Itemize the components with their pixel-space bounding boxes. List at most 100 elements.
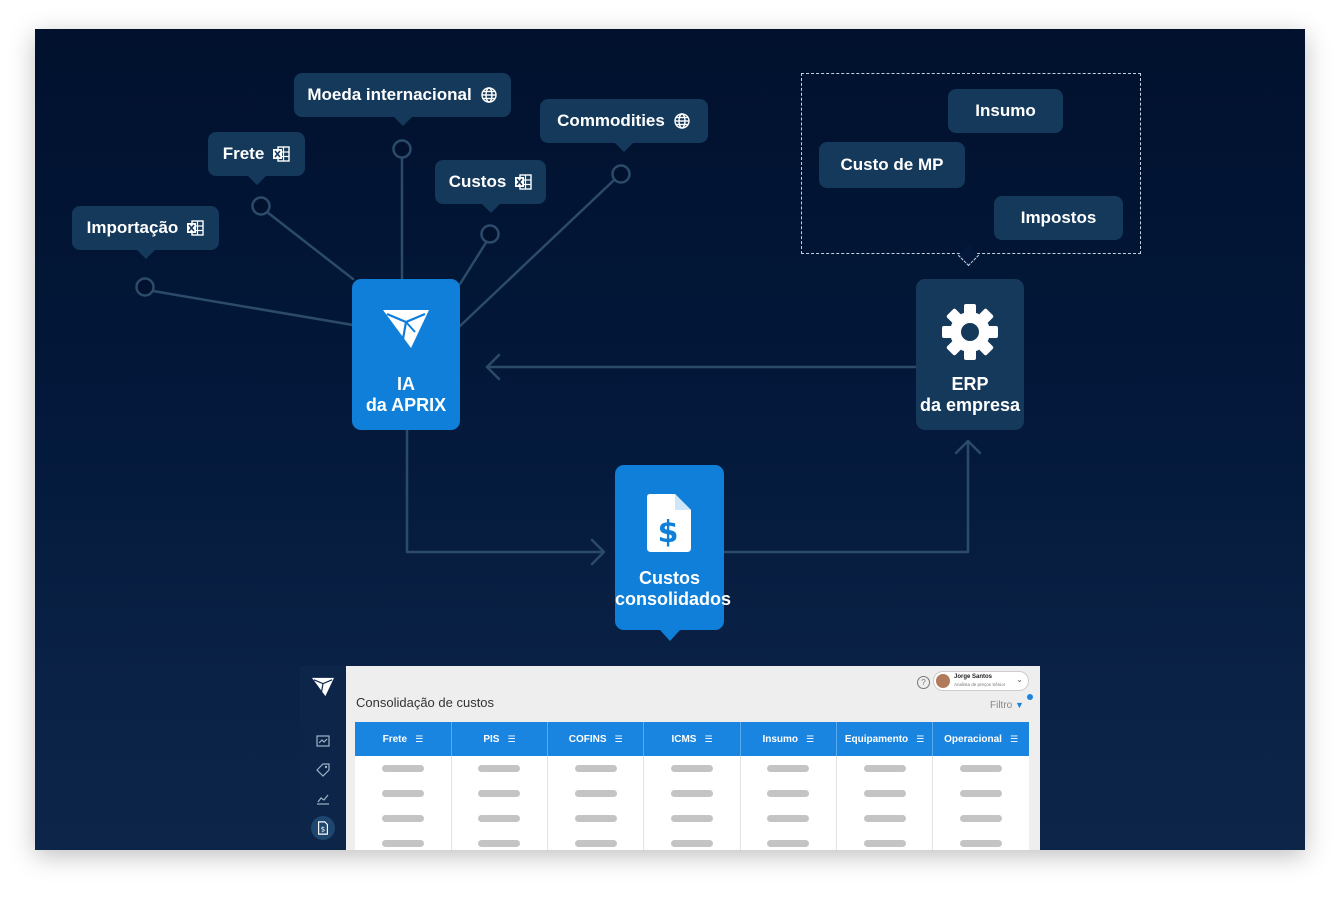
loading-bar	[574, 839, 617, 847]
loading-bar	[574, 814, 617, 822]
tag-moeda-label: Moeda internacional	[307, 85, 472, 104]
help-icon[interactable]: ?	[917, 676, 930, 689]
tag-icon[interactable]	[315, 762, 331, 778]
filter-icon[interactable]: ☰	[507, 733, 516, 744]
connector-dot-frete	[251, 196, 271, 216]
table-cell-placeholder	[932, 831, 1029, 850]
custos-pointer	[660, 630, 680, 641]
column-header-icms[interactable]: ICMS☰	[643, 722, 741, 756]
tag-custos: Custos	[435, 160, 546, 213]
tag-frete: Frete	[208, 132, 305, 185]
page-title: Consolidação de custos	[356, 695, 495, 710]
table-row[interactable]	[355, 831, 1029, 850]
table-cell-placeholder	[740, 806, 837, 831]
column-label: PIS	[483, 733, 500, 745]
erp-item-impostos: Impostos	[994, 196, 1123, 240]
dollar-document-icon: $	[647, 494, 691, 552]
table-cell-placeholder	[355, 781, 452, 806]
column-header-insumo[interactable]: Insumo ☰	[740, 722, 837, 756]
user-menu[interactable]: Jorge Santos Analista de preços Sênior ⌄	[933, 671, 1029, 691]
column-header-operacional[interactable]: Operacional☰	[932, 722, 1029, 756]
erp-item-impostos-label: Impostos	[1020, 208, 1097, 227]
wire-custos	[458, 239, 489, 286]
filter-button[interactable]: Filtro ▼	[990, 694, 1033, 711]
document-icon: $	[318, 821, 328, 835]
filter-icon[interactable]: ☰	[1009, 733, 1019, 744]
loading-bar	[670, 839, 713, 847]
filter-icon[interactable]: ☰	[614, 733, 623, 744]
table-cell-placeholder	[836, 756, 934, 781]
excel-icon	[273, 146, 290, 162]
table-cell-placeholder	[547, 831, 645, 850]
user-name: Jorge Santos	[954, 674, 993, 680]
node-custos-label: Custos consolidados	[615, 568, 732, 610]
node-custos-line1: Custos	[638, 568, 700, 588]
loading-bar	[960, 839, 1003, 847]
tag-custos-label: Custos	[448, 172, 507, 191]
globe-icon	[674, 113, 690, 129]
node-erp-line1: ERP	[951, 374, 989, 394]
table-cell-placeholder	[643, 756, 741, 781]
loading-bar	[863, 814, 906, 822]
loading-bar	[574, 789, 617, 797]
table-cell-placeholder	[643, 806, 741, 831]
cost-table: Frete ☰ PIS ☰ COFINS☰ ICMS☰ Insumo ☰ Equipa…	[355, 722, 1029, 850]
arrow-to-custos	[590, 538, 606, 566]
wire-commodities	[458, 179, 615, 328]
loading-bar	[478, 839, 521, 847]
column-header-pis[interactable]: PIS ☰	[451, 722, 549, 756]
table-row[interactable]	[355, 781, 1029, 806]
table-row[interactable]	[355, 806, 1029, 831]
erp-item-insumo: Insumo	[948, 89, 1063, 133]
column-label: Frete	[382, 733, 408, 745]
svg-text:$: $	[658, 515, 679, 550]
filter-icon[interactable]: ☰	[415, 733, 424, 744]
table-body	[355, 756, 1029, 850]
loading-bar	[960, 814, 1003, 822]
filter-icon[interactable]: ☰	[704, 733, 713, 744]
loading-bar	[381, 789, 424, 797]
table-cell-placeholder	[451, 756, 549, 781]
node-erp-line2: da empresa	[919, 395, 1021, 415]
column-header-frete[interactable]: Frete ☰	[355, 722, 452, 756]
node-custos-line2: consolidados	[615, 589, 732, 609]
chevron-down-icon: ⌄	[1016, 675, 1023, 684]
svg-text:$: $	[321, 826, 325, 834]
tag-importacao-label: Importação	[86, 218, 179, 237]
column-label: Equipamento	[844, 733, 909, 745]
node-ia-aprix: IA da APRIX	[352, 279, 460, 430]
node-custos-consolidados: $ Custos consolidados	[615, 465, 732, 641]
user-role: Analista de preços Sênior	[954, 682, 1006, 687]
table-cell-placeholder	[932, 806, 1029, 831]
sidebar-item-custos-active[interactable]: $	[311, 816, 335, 840]
loading-bar	[478, 789, 521, 797]
filter-badge	[1026, 694, 1033, 700]
chart-icon[interactable]	[315, 791, 331, 807]
app-sidebar: $	[300, 666, 346, 850]
node-erp: ERP da empresa	[916, 279, 1024, 430]
aprix-logo-icon[interactable]	[311, 676, 335, 698]
dashboard-icon[interactable]	[315, 733, 331, 749]
column-label: Insumo	[762, 733, 798, 745]
loading-bar	[478, 814, 521, 822]
filter-icon[interactable]: ☰	[806, 733, 815, 744]
connector-lines	[135, 139, 982, 566]
gear-icon	[942, 304, 998, 360]
loading-bar	[863, 789, 906, 797]
filter-icon[interactable]: ☰	[916, 733, 925, 744]
column-header-cofins[interactable]: COFINS☰	[547, 722, 645, 756]
loading-bar	[381, 814, 424, 822]
table-row[interactable]	[355, 756, 1029, 781]
tag-frete-label: Frete	[222, 144, 265, 163]
table-cell-placeholder	[451, 831, 549, 850]
globe-icon	[480, 87, 497, 103]
table-cell-placeholder	[643, 781, 741, 806]
table-cell-placeholder	[643, 831, 741, 850]
table-header-row: Frete ☰ PIS ☰ COFINS☰ ICMS☰ Insumo ☰ Equipa…	[355, 722, 1029, 756]
table-cell-placeholder	[547, 756, 645, 781]
aprix-logo-icon	[383, 310, 429, 348]
loading-bar	[767, 764, 810, 772]
column-header-equipamento[interactable]: Equipamento ☰	[836, 722, 934, 756]
table-cell-placeholder	[451, 781, 549, 806]
table-cell-placeholder	[836, 831, 934, 850]
